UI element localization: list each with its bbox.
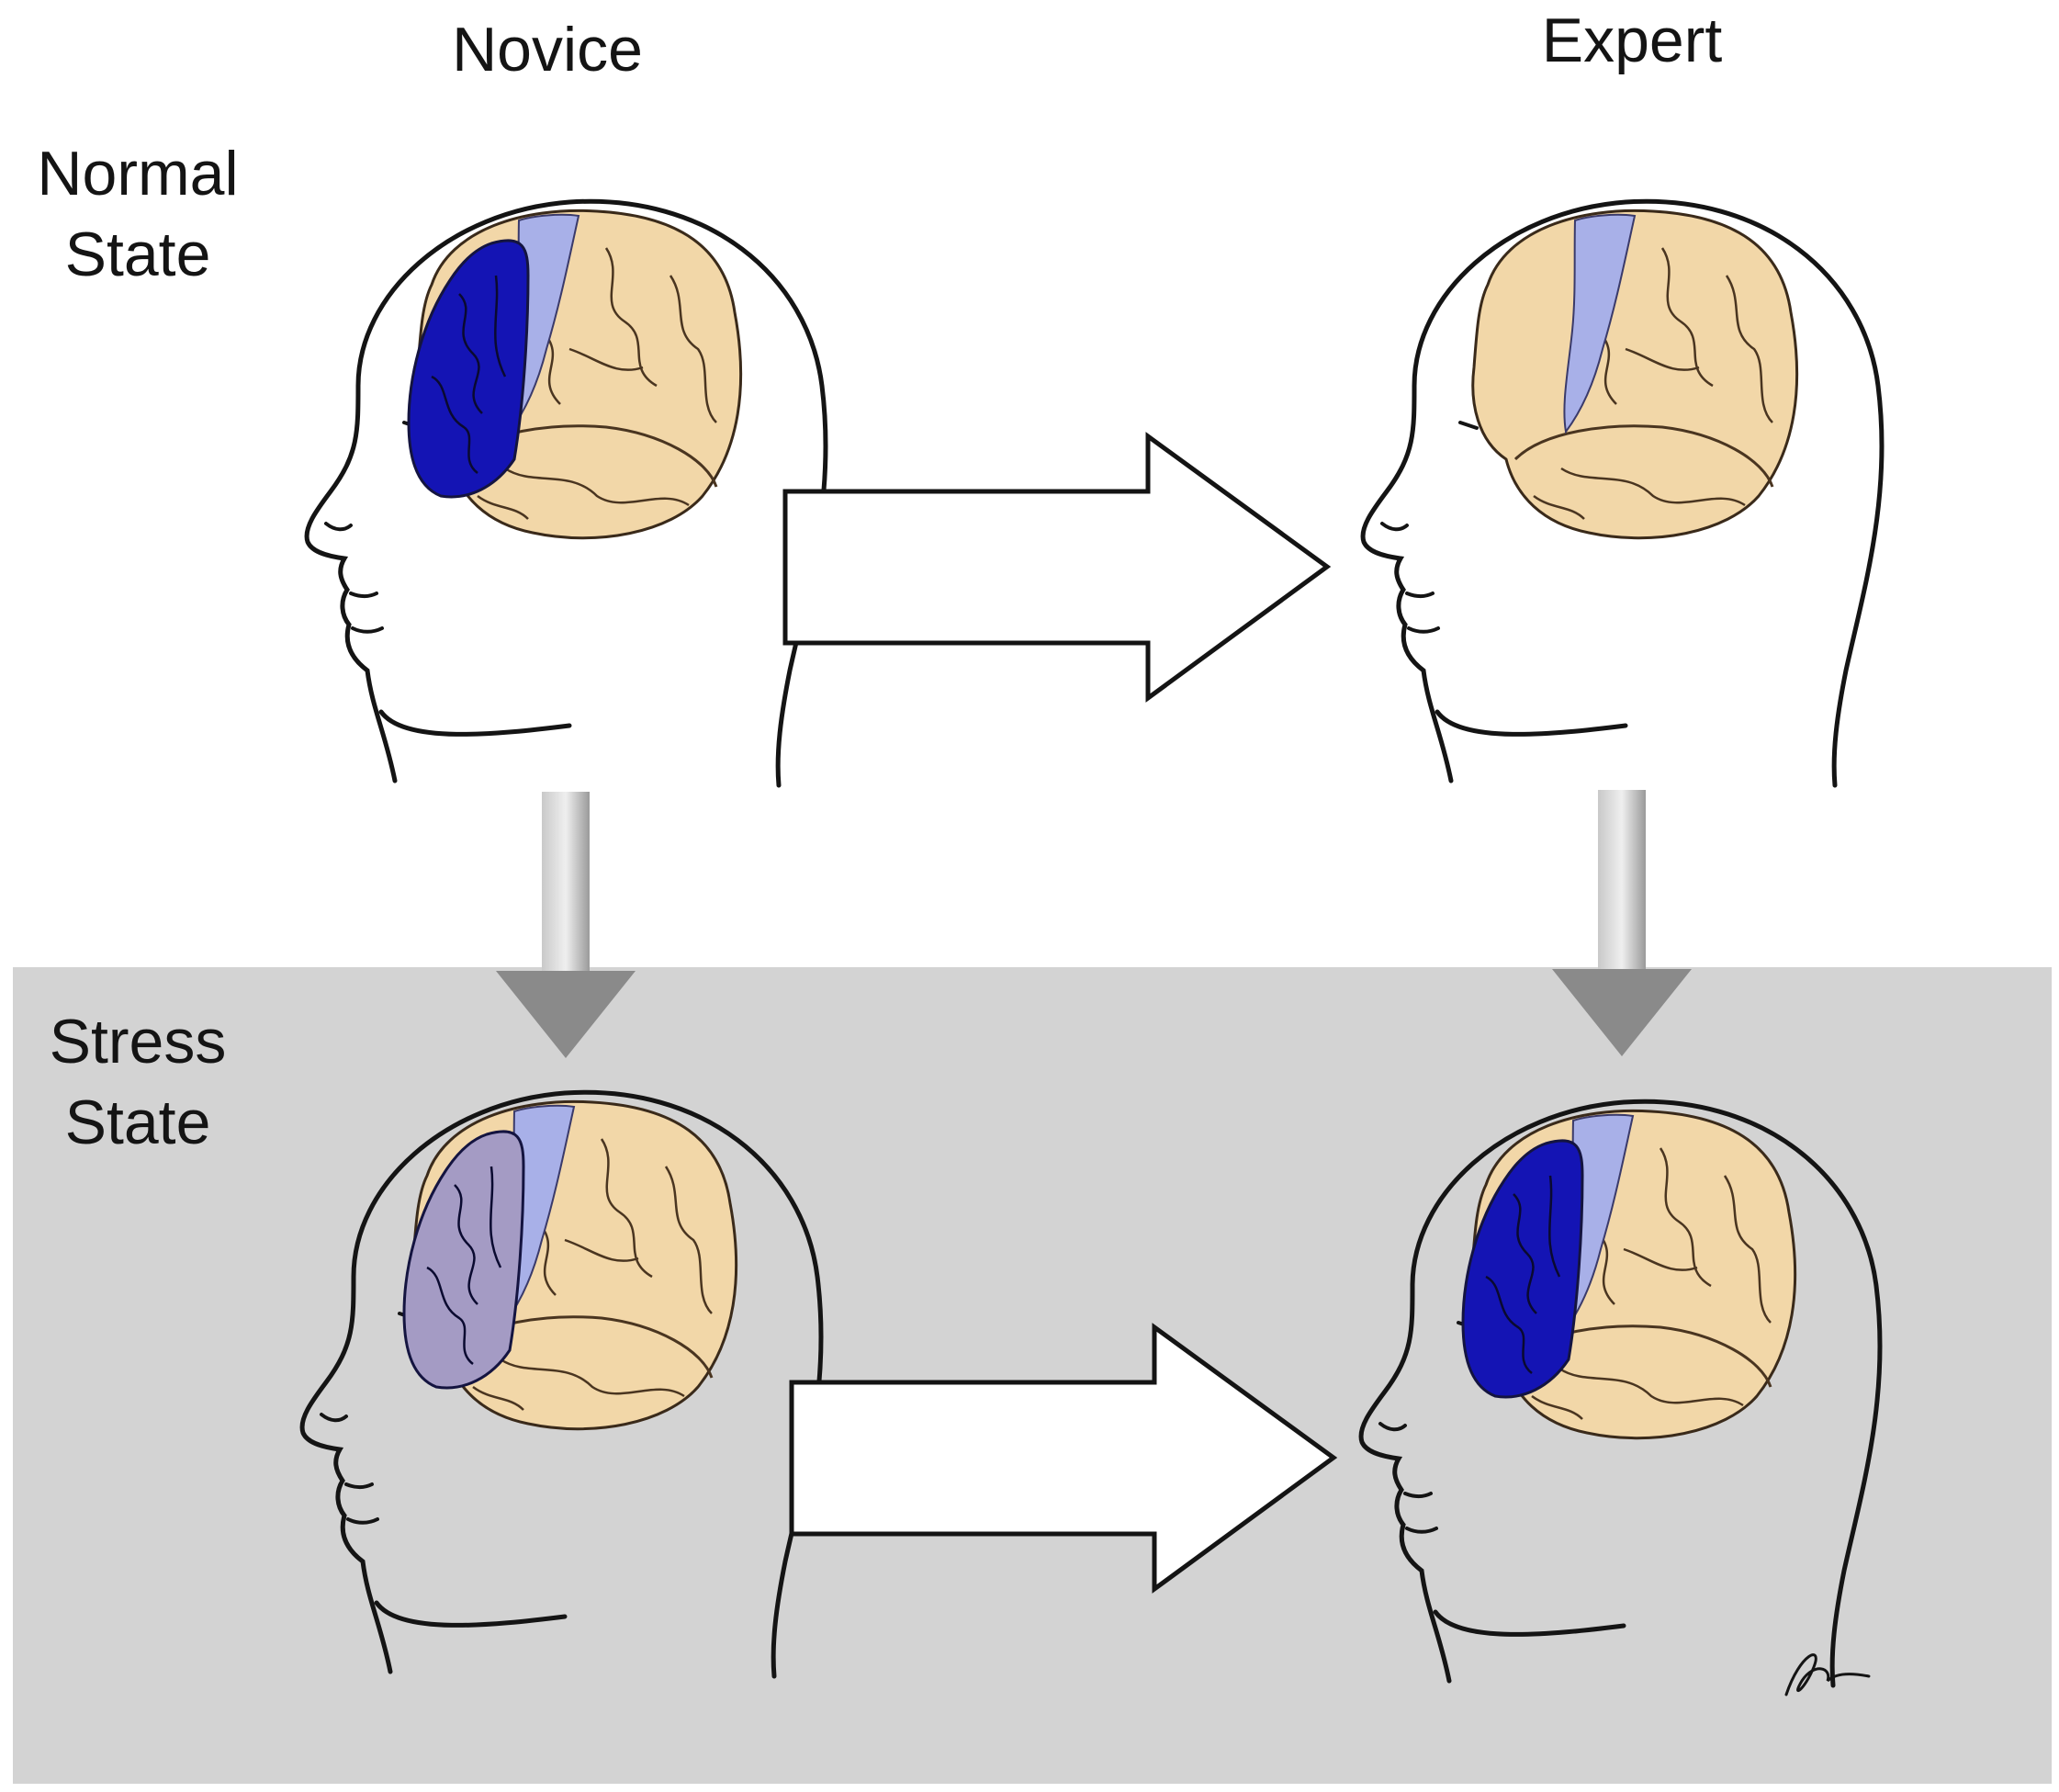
- row-label-stress-line1: Stress: [49, 1007, 227, 1076]
- signature-mark-icon: [1784, 1653, 1871, 1696]
- down-arrow-icon: [1552, 790, 1692, 1056]
- prefrontal-active-region: [407, 239, 530, 499]
- column-label-novice: Novice: [452, 15, 643, 85]
- brain-icon: [1471, 209, 1799, 540]
- brain-icon: [1461, 1109, 1797, 1440]
- row-label-stress-line2: State: [64, 1088, 211, 1157]
- right-arrow-icon: [792, 1327, 1333, 1589]
- prefrontal-active-region: [1461, 1139, 1584, 1399]
- row-label-normal-state: Normal State: [0, 133, 276, 295]
- row-label-normal-line1: Normal: [37, 139, 239, 209]
- novice-normal-panel: [307, 201, 826, 785]
- right-arrow-icon: [785, 436, 1327, 698]
- brain-icon: [402, 1099, 738, 1431]
- down-arrow-icon: [496, 792, 636, 1058]
- row-label-normal-line2: State: [64, 220, 211, 289]
- row-label-stress-state: Stress State: [0, 1001, 276, 1163]
- expert-normal-panel: [1363, 201, 1882, 785]
- prefrontal-muted-region: [402, 1130, 525, 1390]
- expert-stress-panel: [1361, 1101, 1880, 1685]
- column-label-expert: Expert: [1541, 6, 1723, 75]
- brain-icon: [407, 209, 743, 540]
- novice-stress-panel: [302, 1092, 821, 1676]
